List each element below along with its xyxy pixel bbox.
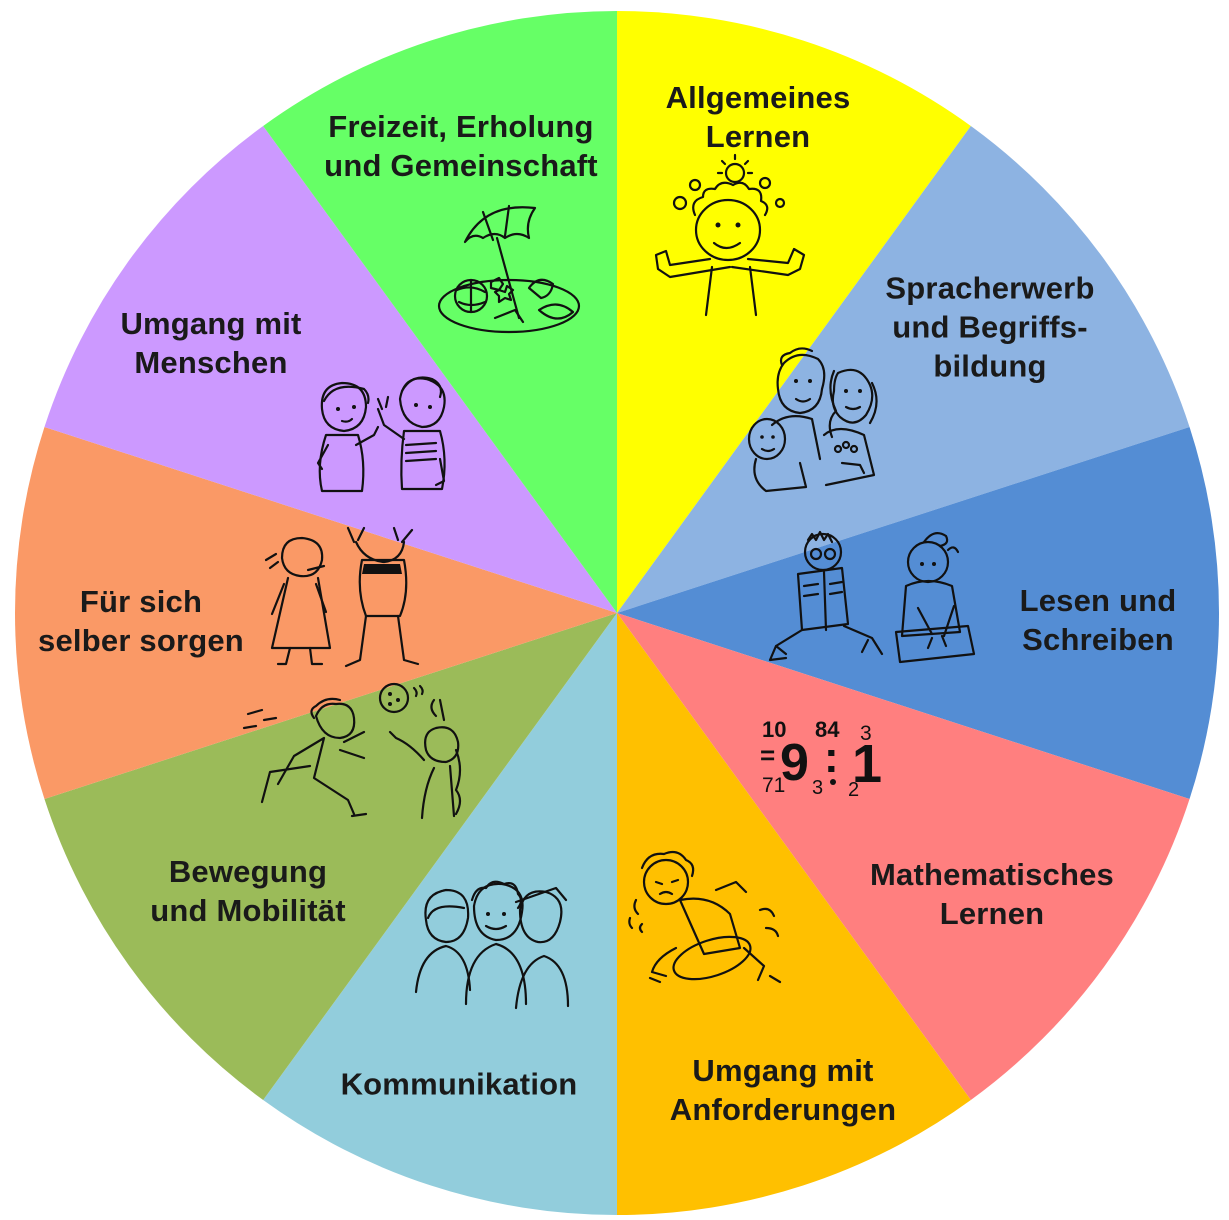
- sector-lesen-schreiben: [617, 426, 1220, 800]
- svg-text:9: 9: [780, 734, 809, 792]
- dressing-children-icon: [262, 524, 422, 669]
- thinking-child-icon: [640, 153, 820, 317]
- svg-text:1: 1: [852, 734, 882, 794]
- sector-mathematisches-lernen: [617, 613, 1190, 1101]
- svg-text:2: 2: [848, 779, 859, 801]
- beach-umbrella-icon: [435, 200, 585, 340]
- straining-child-icon: [620, 848, 795, 988]
- svg-text:10: 10: [762, 717, 786, 742]
- svg-text:=: =: [760, 740, 775, 770]
- numbers-icon: 10 84 3 = 9 : 1 71 3 2: [760, 712, 890, 801]
- svg-text:3: 3: [860, 722, 872, 745]
- sector-fuer-sich-sorgen: [14, 426, 618, 800]
- svg-text:3: 3: [812, 777, 823, 799]
- group-talking-icon: [412, 880, 572, 1010]
- two-children-talking-icon: [312, 375, 462, 500]
- label-kommunikation: Kommunikation: [340, 1066, 578, 1102]
- sector-spracherwerb: [617, 125, 1190, 613]
- reading-writing-children-icon: [768, 530, 978, 670]
- sector-allgemeines-lernen: [617, 11, 971, 613]
- running-ball-icon: [242, 680, 474, 830]
- sector-umgang-anforderungen: [617, 613, 971, 1215]
- svg-text::: :: [824, 733, 839, 782]
- sector-umgang-menschen: [44, 125, 617, 613]
- sector-kommunikation: [263, 613, 617, 1215]
- svg-text:71: 71: [762, 774, 785, 797]
- svg-text:84: 84: [815, 717, 840, 742]
- family-icon: [742, 345, 892, 495]
- sector-bewegung-mobilitaet: [44, 613, 617, 1101]
